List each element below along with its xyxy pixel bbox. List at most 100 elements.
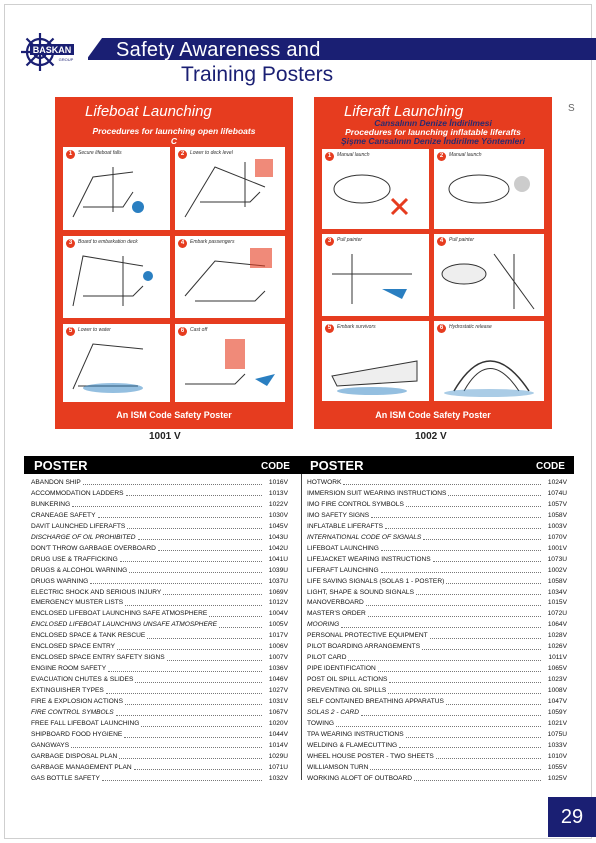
poster-name: LIGHT, SHAPE & SOUND SIGNALS [307,588,414,596]
page-frame [4,4,592,839]
poster-name: POST OIL SPILL ACTIONS [307,676,388,684]
table-header-bar [24,456,574,474]
poster-name: CRANEAGE SAFETY [31,511,96,519]
dot-leader [97,512,262,519]
poster-code: 1024V [547,478,567,486]
poster-code: 1070V [547,533,567,541]
table-row: CRANEAGE SAFETY 1030V [31,510,288,521]
step-caption: Cast off [190,327,208,333]
step-number: 3 [66,239,75,248]
dot-leader [389,677,541,683]
dot-leader [432,556,541,563]
poster-subtitle: Procedures for launching open lifeboats [92,126,256,136]
dot-leader [429,633,541,639]
poster-panel: 1 Secure lifeboat falls [63,147,170,230]
poster-code: 1006V [268,643,288,651]
poster-name: PERSONAL PROTECTIVE EQUIPMENT [307,632,428,640]
dot-leader [384,523,541,530]
poster-code: 1074U [547,489,567,497]
poster-code: 1075U [547,731,567,739]
dot-leader [209,611,262,617]
poster-name: FIRE CONTROL SYMBOLS [31,709,114,717]
dot-leader [125,490,262,497]
dot-leader [416,589,541,596]
poster-code: 1041U [268,555,288,563]
dot-leader [108,666,262,672]
poster-name: LIFEBOAT LAUNCHING [307,544,379,552]
poster-name: ENCLOSED SPACE ENTRY [31,643,116,651]
poster-code: 1047V [547,698,567,706]
poster-name: WELDING & FLAMECUTTING [307,741,398,749]
table-row: ACCOMMODATION LADDERS 1013V [31,488,288,499]
poster-code: 1036V [268,665,288,673]
dot-leader [219,622,262,628]
poster-name: ACCOMMODATION LADDERS [31,489,124,497]
poster-title: Liferaft Launching [344,103,464,120]
poster-name: GANGWAYS [31,741,70,749]
dot-leader [115,710,262,716]
column-divider [301,474,302,780]
col-header-code-left: CODE [261,461,290,472]
poster-name: WILLIAMSON TURN [307,763,369,771]
step-number: 1 [325,152,334,161]
poster-name: ENCLOSED LIFEBOAT LAUNCHING UNSAFE ATMOS… [31,621,217,629]
poster-code: 1030V [268,511,288,519]
poster-code: 1058V [547,577,567,585]
poster-code: 1011V [548,654,567,662]
dot-leader [414,775,541,782]
poster-name: BUNKERING [31,500,71,508]
poster-code: 1021V [547,720,567,728]
col-header-poster-left: POSTER [34,458,88,473]
step-caption: Manual launch [337,152,370,158]
header-bar [88,38,596,60]
page-number: 29 [548,797,596,837]
dot-leader [422,644,541,650]
step-number: 2 [437,152,446,161]
poster-subtitle: C [170,136,178,146]
step-number: 5 [325,324,334,333]
poster-code: 1039U [268,566,288,574]
poster-name: INTERNATIONAL CODE OF SIGNALS [307,533,422,541]
poster-code: 1008V [547,687,567,695]
poster-code: 1023V [547,676,567,684]
dot-leader [405,732,541,738]
table-row: LIFE SAVING SIGNALS (SOLAS 1 - POSTER)10… [307,576,567,587]
poster-panel: 6 Hydrostatic release [434,321,544,401]
poster-code: 1015V [547,599,567,607]
dot-leader [166,655,262,661]
poster-title: Lifeboat Launching [85,103,212,120]
dot-leader [380,567,541,574]
poster-panel: 6 Cast off [175,324,285,402]
poster-footer: An ISM Code Safety Poster [375,410,491,420]
dot-leader [399,742,541,749]
dot-leader [133,764,262,771]
dot-leader [435,753,541,760]
poster-code: 1065V [547,665,567,673]
poster-name: TOWING [307,720,334,728]
dot-leader [101,775,262,782]
poster-name: ELECTRIC SHOCK AND SERIOUS INJURY [31,588,162,596]
table-row: POST OIL SPILL ACTIONS 1023V [307,674,567,685]
poster-liferaft-launching: Liferaft Launching Cansalının Denize İnd… [314,97,552,429]
poster-code: 1007V [268,654,288,662]
poster-code: 1013V [268,489,288,497]
step-number: 6 [437,324,446,333]
poster-code: 1003V [547,522,567,530]
poster-subtitle: Procedures for launching inflatable life… [345,127,521,137]
poster-code: 1043U [268,533,288,541]
poster-name: WORKING ALOFT OF OUTBOARD [307,774,413,782]
poster-name: EXTINGUISHER TYPES [31,687,104,695]
poster-name: DRUG USE & TRAFFICKING [31,555,118,563]
poster-name: DRUGS & ALCOHOL WARNING [31,566,128,574]
